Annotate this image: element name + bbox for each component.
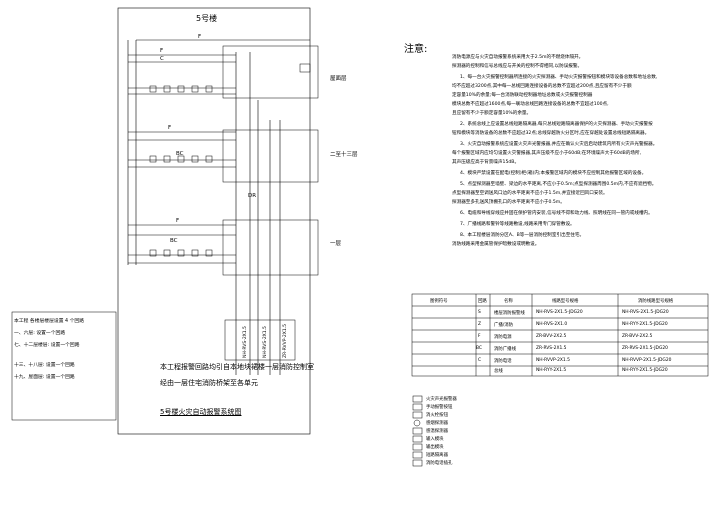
left-note-line: 十九、屋面层: 设置一个回路 — [14, 375, 75, 380]
legend-header-cell: 名称 — [504, 299, 513, 304]
legend-cell: NH-RVS-2X1.0 — [536, 322, 568, 327]
legend-cell: C — [478, 358, 482, 363]
wire-label-bc2: BC — [170, 238, 178, 244]
note-line: 消防电源应与火灾自动报警系统采用大于2.5m的不燃烧体隔开。 — [452, 55, 584, 60]
left-note-line: 一、六层: 设置一个回路 — [14, 331, 66, 336]
note-line: 1、每一台火灾报警控制器所连接的火灾探测器、手动火灾报警按钮和模块等设备总数和地… — [460, 75, 658, 80]
description-line-2: 经由一层住宅消防桥架至各单元 — [160, 379, 258, 387]
note-line: 8、本工程楼层消防分区A、B等一层消防控制室引出至住宅。 — [460, 233, 585, 238]
riser-box — [224, 319, 296, 361]
mid-level — [128, 129, 319, 183]
note-line: 点型探测器至空调送风口边的水平距离不应小于1.5m,并宜接近回风口安装。 — [452, 191, 608, 196]
note-line: 2、系统总线上应设置总线短路隔离器,每只总线短路隔离器保护的火灾探测器、手动火灾… — [460, 122, 653, 127]
symbols-list: 火灾声光报警器 手动报警按钮 消火栓按钮 感烟探测器 感温探测器 输入模块 输出… — [426, 396, 457, 468]
symbol-item: 输出模块 — [426, 445, 444, 450]
base-level — [128, 219, 319, 276]
note-line: 探测器至多孔送风顶棚孔口的水平距离不应小于0.5m。 — [452, 200, 565, 205]
legend-header-cell: 图例符号 — [430, 299, 448, 304]
legend-cell: BC — [476, 346, 483, 351]
symbol-item: 感烟探测器 — [426, 421, 448, 426]
left-note-line: 本工程 各楼层楼层设置 4 个回路 — [14, 319, 84, 324]
wire-label-f: F — [160, 48, 163, 54]
note-line: 且应留有不少于额定容量10%的余量。 — [452, 111, 532, 116]
legend-cell: ZR-BVV-2X2.5 — [622, 334, 653, 339]
legend-cell: ZR-BVV-2X2.5 — [536, 334, 567, 339]
wire-label-f2: F — [198, 34, 201, 40]
riser-label-2: NH-RVS-2X1.5 — [262, 326, 268, 358]
floor-label-roof: 屋面层 — [330, 75, 347, 82]
notes-heading: 注意: — [404, 44, 428, 55]
note-line: 其声压级应高于背景噪声15dB。 — [452, 160, 520, 165]
symbol-item: 消火栓按钮 — [426, 413, 448, 418]
note-line: 5、点型探测器至墙壁、梁边的水平距离,不应小于0.5m;点型探测器周围0.5m内… — [460, 182, 657, 187]
riser-label-3: ZR-RVVP-2X1.5 — [282, 324, 288, 358]
legend-header-cell: 回路 — [478, 299, 487, 304]
drawing-frame — [117, 7, 311, 435]
left-note-line: 十三、十八层: 设置一个回路 — [14, 363, 75, 368]
note-line: 7、广播线路和警铃等线路敷设,线路采用专门穿管敷设。 — [460, 222, 575, 227]
wire-label-f3: F — [168, 125, 171, 131]
floor-label-base: 一层 — [330, 240, 342, 247]
legend-cell: NH-RVVP-2X1.5-JDG20 — [622, 358, 672, 363]
legend-cell: 广播/消防 — [494, 323, 514, 328]
wire-label-group: F F C F BC F BC DR — [160, 34, 256, 244]
legend-cell: 总线 — [494, 369, 503, 374]
symbol-item: 感温探测器 — [426, 429, 448, 434]
symbol-item: 火灾声光报警器 — [426, 397, 457, 402]
legend-cell: 消防电话 — [494, 359, 512, 364]
legend-cell: F — [478, 334, 481, 339]
wire-label-dr: DR — [248, 193, 256, 199]
note-line: 均不应超过3200点,其中每一总线回路连接设备的总数不宜超过200点,且应留有不… — [452, 84, 632, 89]
riser-label-1: NH-RVS-2X1.5 — [242, 326, 248, 358]
wire-label-bc: BC — [176, 151, 184, 157]
note-line: 4、模块严禁设置在配电(控制)柜(箱)内;本报警区域内的模块不应控制其他报警区域… — [460, 171, 647, 176]
legend-header-cell: 线路型号规格 — [552, 299, 579, 304]
legend-cell: NH-RVS-2X1.5-JDG20 — [622, 310, 669, 315]
symbol-item: 手动报警按钮 — [426, 405, 453, 410]
note-line: 3、火灾自动报警系统应设置火灾声光警报器,并应在确认火灾后启动建筑内所有火灾声光… — [460, 142, 658, 147]
legend-table: 图例符号 回路 名称 线路型号规格 消防线路型号规格 S 楼层消防报警线 NH-… — [412, 294, 708, 376]
legend-cell: Z — [478, 322, 482, 327]
legend-cell: NH-RYY-2X1.5 — [536, 368, 567, 373]
legend-header-cell: 消防线路型号规格 — [638, 299, 674, 304]
riser-label-group: NH-RVS-2X1.5 NH-RVS-2X1.5 ZR-RVVP-2X1.5 — [242, 324, 288, 358]
note-line: 模块总数不应超过1600点,每一联动总线回路连接设备的总数不宜超过100点, — [452, 102, 609, 107]
symbol-item: 消防电话插孔 — [426, 461, 453, 466]
note-line: 定容量10%的余量;每一台消防联动控制器地址总数或火灾报警控制器 — [452, 93, 593, 98]
legend-cell: S — [478, 310, 481, 315]
legend-cell: NH-RYY-2X1.5-JDG20 — [622, 368, 668, 373]
symbol-item: 短路隔离器 — [426, 453, 448, 458]
left-note-line: 七、十二层楼层: 设置一个回路 — [14, 343, 80, 348]
description-line-1: 本工程报警回路均引自本地块裙楼一层消防控制室 — [160, 363, 314, 371]
note-line: 钮和模块等消防设备的总数不应超过32点;总线穿越防火分区时,应在穿越处设置总线短… — [452, 131, 650, 136]
symbol-item: 输入模块 — [426, 437, 444, 442]
legend-cell: 消防电源 — [494, 335, 512, 340]
symbol-icons — [412, 395, 423, 467]
wire-label-f4: F — [176, 218, 179, 224]
note-line: 6、电缆和导线穿线应并固在保护管内安装,信号线不得和动力线、照明线在同一管内或线… — [460, 211, 653, 216]
legend-cell: ZR-RVS-2X1.5-JDG20 — [622, 346, 668, 351]
legend-cell: NH-RVVP-2X1.5 — [536, 358, 570, 363]
legend-cell: 消防广播线 — [494, 347, 516, 352]
legend-table-grid — [411, 293, 709, 377]
roof-level — [128, 39, 319, 99]
drawing-title: 5号楼 — [196, 14, 218, 23]
footer-title: 5号楼火灾自动报警系统图 — [160, 408, 242, 416]
legend-cell: ZR-RVS-2X1.5 — [536, 346, 567, 351]
left-notes: 本工程 各楼层楼层设置 4 个回路 一、六层: 设置一个回路 七、十二层楼层: … — [14, 316, 84, 384]
note-line: 每个报警区域内应均匀设置火灾警报器,其声压级不应小于60dB;在环境噪声大于60… — [452, 151, 642, 156]
trunk-lines — [127, 40, 281, 375]
legend-cell: NH-RYY-2X1.5-JDG20 — [622, 322, 668, 327]
legend-cell: NH-RVS-2X1.5-JDG20 — [536, 310, 583, 315]
note-line: 探测器的控制和信号总线应与开关的控制不得相同,以防误报警。 — [452, 64, 583, 69]
floor-label-mid: 二至十三层 — [330, 150, 358, 158]
left-notes-box — [11, 311, 117, 421]
note-line: 消防线路采用金属管保护暗敷设或明敷设。 — [452, 242, 540, 247]
wire-label-c: C — [160, 56, 164, 62]
legend-cell: 楼层消防报警线 — [494, 311, 525, 316]
